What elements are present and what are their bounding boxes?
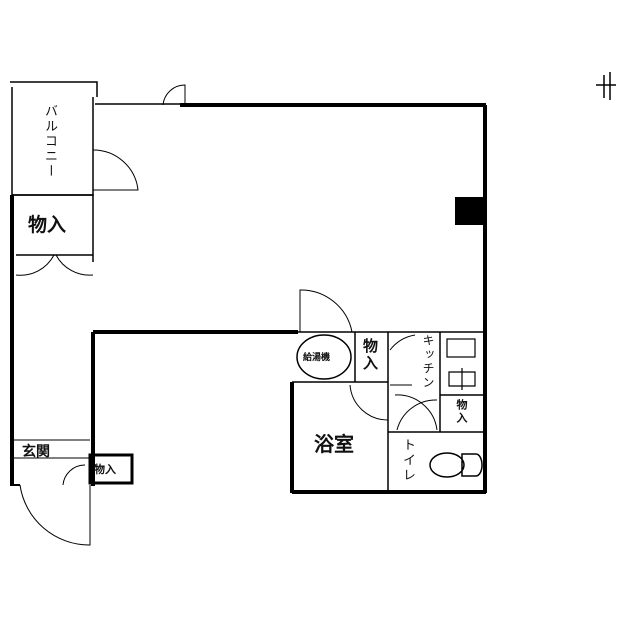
label-storage-entrance: 物入 [94, 463, 116, 476]
top-door-swing [162, 84, 186, 106]
label-bathroom: 浴室 [314, 432, 354, 456]
sink-icon [446, 338, 476, 358]
storage-left-doors [15, 254, 94, 276]
label-water-heater: 給湯機 [303, 353, 331, 363]
room-door-swing [299, 289, 353, 333]
kitchen-door-swings [389, 334, 438, 431]
north-arrow-icon [596, 72, 616, 100]
label-kitchen: キッチン [421, 334, 435, 390]
entrance-outline [12, 439, 90, 459]
water-heater-icon [296, 334, 352, 380]
entrance-door-swing [19, 484, 91, 546]
label-balcony: バルコニー [42, 104, 57, 179]
label-toilet: トイレ [400, 438, 415, 483]
entrance-step [62, 464, 86, 486]
label-entrance: 玄関 [22, 444, 50, 460]
column [455, 197, 485, 225]
bath-door-swing [349, 384, 389, 421]
toilet-icon [429, 452, 483, 478]
label-storage-right: 物入 [455, 399, 468, 425]
service-dividers [292, 332, 485, 492]
label-storage-center: 物入 [361, 338, 379, 372]
storage-entrance-box [88, 453, 134, 485]
storage-left-outline [12, 194, 94, 262]
balcony-door-swing [92, 149, 139, 191]
stove-icon [448, 368, 476, 390]
label-storage-left: 物入 [28, 214, 67, 236]
